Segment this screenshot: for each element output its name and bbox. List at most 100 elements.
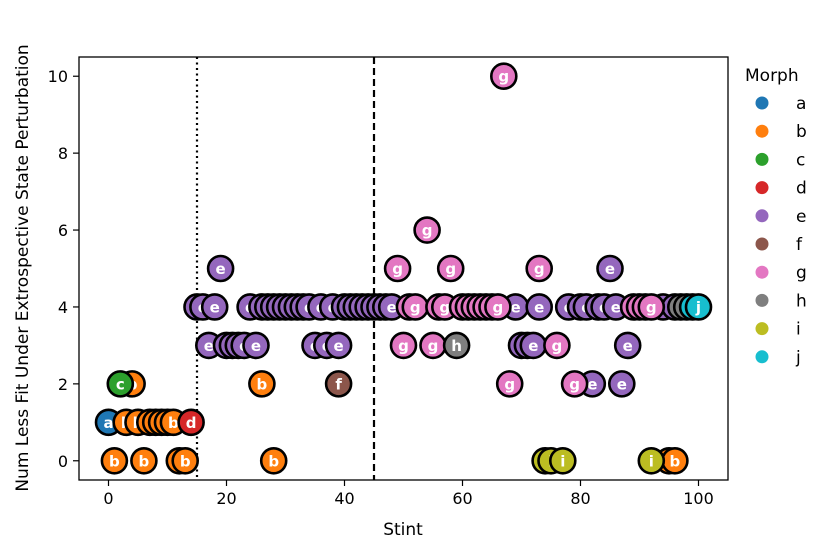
- point-label: h: [451, 337, 462, 355]
- data-point: g: [637, 293, 666, 321]
- data-point: b: [248, 370, 276, 398]
- point-marker: [324, 331, 353, 360]
- point-label: j: [695, 298, 701, 316]
- legend-marker: [755, 265, 769, 279]
- point-label: e: [617, 375, 627, 393]
- point-marker: [413, 216, 441, 244]
- legend-item-d: d: [755, 179, 807, 199]
- point-label: d: [186, 414, 197, 432]
- data-point: b: [171, 446, 199, 475]
- legend-item-a: a: [755, 94, 806, 114]
- point-marker: [543, 331, 571, 360]
- data-point: b: [259, 446, 288, 475]
- y-tick-label: 8: [58, 144, 68, 163]
- data-point: e: [206, 254, 235, 283]
- point-marker: [130, 446, 158, 475]
- data-point: d: [177, 408, 205, 437]
- point-label: g: [569, 375, 580, 393]
- point-label: f: [335, 375, 342, 393]
- point-label: b: [180, 452, 191, 470]
- point-label: c: [116, 375, 125, 393]
- point-marker: [560, 370, 589, 398]
- point-marker: [206, 254, 235, 283]
- y-tick-label: 6: [58, 221, 68, 240]
- data-point: b: [130, 446, 158, 475]
- legend-marker: [755, 237, 769, 251]
- point-label: e: [534, 298, 544, 316]
- point-label: e: [511, 298, 521, 316]
- legend-label: f: [796, 235, 803, 255]
- data-point: b: [661, 446, 689, 475]
- point-label: e: [387, 298, 397, 316]
- legend-item-j: j: [755, 348, 801, 368]
- point-marker: [383, 254, 412, 283]
- y-tick-label: 2: [58, 375, 68, 394]
- point-marker: [525, 254, 554, 283]
- y-axis-label: Num Less Fit Under Extrospective State P…: [13, 44, 33, 491]
- point-label: b: [109, 452, 120, 470]
- point-label: e: [216, 260, 226, 278]
- x-tick-label: 60: [452, 489, 472, 508]
- point-marker: [489, 62, 518, 91]
- data-point: f: [324, 370, 353, 398]
- legend-label: i: [796, 320, 801, 340]
- point-label: g: [392, 260, 403, 278]
- point-marker: [613, 331, 642, 360]
- legend-marker: [755, 322, 769, 336]
- data-point: e: [519, 331, 548, 360]
- legend-item-c: c: [755, 150, 805, 170]
- point-marker: [106, 370, 135, 398]
- point-marker: [484, 293, 512, 321]
- point-label: b: [257, 375, 268, 393]
- point-marker: [436, 254, 465, 283]
- legend-marker: [755, 96, 769, 110]
- point-label: g: [398, 337, 409, 355]
- legend-marker: [755, 181, 769, 195]
- point-label: a: [103, 414, 113, 432]
- point-marker: [177, 408, 205, 437]
- legend-item-h: h: [755, 291, 807, 311]
- point-label: i: [560, 452, 565, 470]
- point-label: g: [410, 298, 421, 316]
- point-marker: [259, 446, 288, 475]
- point-label: g: [534, 260, 545, 278]
- point-marker: [442, 331, 471, 360]
- data-point: g: [413, 216, 441, 244]
- legend-label: j: [795, 348, 801, 368]
- point-marker: [596, 254, 624, 283]
- data-point: g: [489, 62, 518, 91]
- point-marker: [525, 293, 554, 321]
- point-label: g: [552, 337, 563, 355]
- data-point: g: [543, 331, 571, 360]
- point-marker: [171, 446, 199, 475]
- data-point: g: [383, 254, 412, 283]
- point-label: g: [422, 222, 433, 240]
- y-tick-label: 4: [58, 298, 68, 317]
- x-tick-label: 100: [683, 489, 714, 508]
- data-point: g: [401, 293, 430, 321]
- legend-label: g: [796, 263, 807, 283]
- point-label: g: [428, 337, 439, 355]
- legend-label: d: [796, 179, 807, 199]
- point-marker: [684, 293, 713, 321]
- y-tick-label: 0: [58, 452, 68, 471]
- legend-item-b: b: [755, 122, 807, 142]
- data-point: e: [200, 293, 229, 321]
- legend-title: Morph: [745, 66, 799, 86]
- legend-item-i: i: [755, 320, 801, 340]
- point-label: g: [493, 298, 504, 316]
- point-label: b: [139, 452, 150, 470]
- data-point: g: [560, 370, 589, 398]
- point-label: b: [670, 452, 681, 470]
- data-point: j: [684, 293, 713, 321]
- point-label: e: [623, 337, 633, 355]
- point-label: g: [445, 260, 456, 278]
- data-point: b: [100, 446, 129, 475]
- legend-label: e: [796, 207, 806, 227]
- point-marker: [548, 446, 577, 475]
- data-point: i: [548, 446, 577, 475]
- data-point: e: [607, 370, 636, 398]
- chart-marks: abbbbbbbbbbbbbbbbcdeeeeeeeeeeeeeeeeeeeee…: [94, 57, 713, 480]
